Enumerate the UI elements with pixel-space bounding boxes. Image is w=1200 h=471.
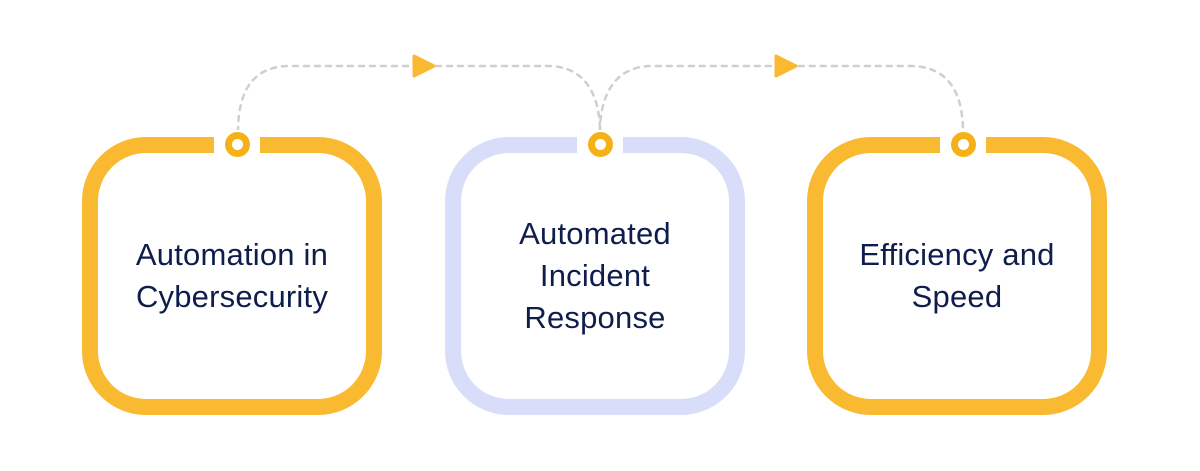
- step-box-efficiency-and-speed: Efficiency and Speed: [807, 137, 1107, 415]
- step-label: Efficiency and Speed: [859, 237, 1055, 314]
- arrow-head-icon: [412, 54, 436, 78]
- step-box-automated-incident-response: Automated Incident Response: [445, 137, 745, 415]
- step-label: Automation in Cybersecurity: [135, 237, 329, 314]
- connector-path-1-2: [236, 64, 602, 134]
- step-box-automation-in-cybersecurity: Automation in Cybersecurity: [82, 137, 382, 415]
- arrow-head-icon: [774, 54, 798, 78]
- connector-path-2-3: [598, 64, 965, 134]
- connector-dot-icon: [588, 132, 613, 157]
- connector-dot-icon: [225, 132, 250, 157]
- step-label: Automated Incident Response: [519, 216, 671, 335]
- connector-dot-icon: [951, 132, 976, 157]
